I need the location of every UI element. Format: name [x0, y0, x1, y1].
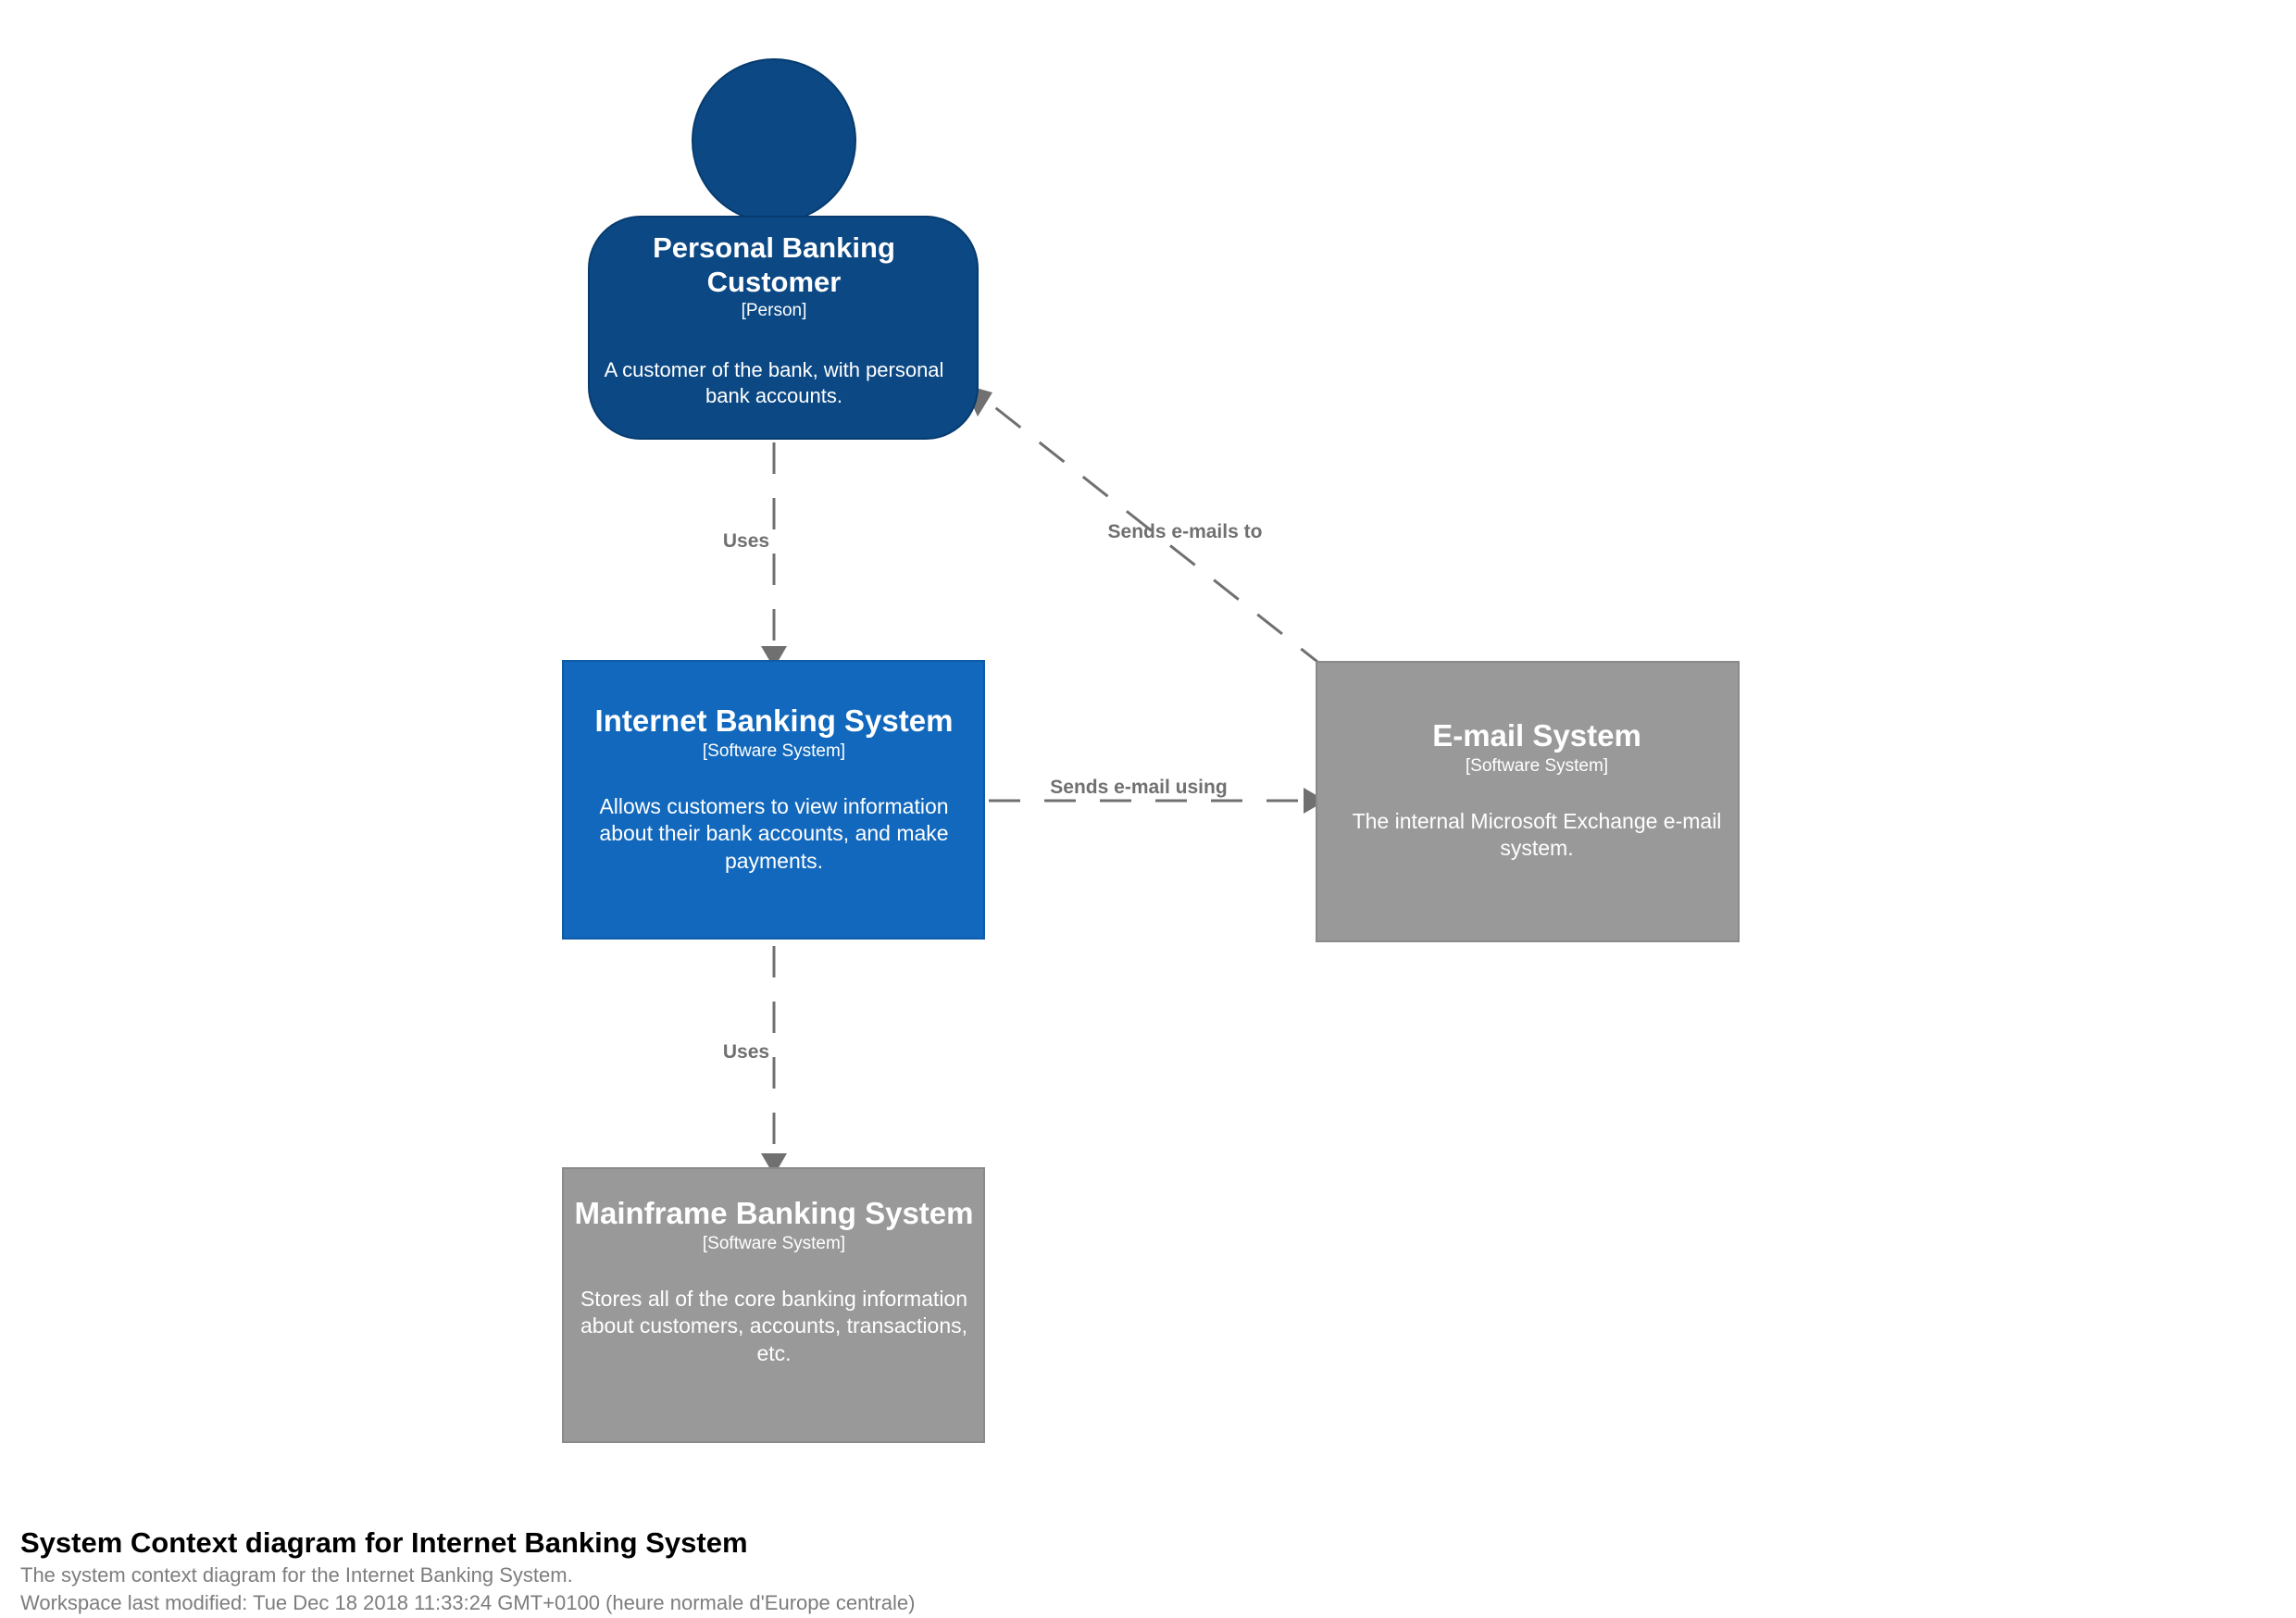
diagram-subtitle: The system context diagram for the Inter… [20, 1562, 573, 1587]
node-internet-banking-system[interactable] [562, 660, 985, 940]
relationship-ibs-uses-mainframe[interactable] [761, 946, 787, 1176]
relationship-email-sends-emails-to-customer[interactable] [963, 384, 1327, 670]
relationship-line [982, 396, 1327, 670]
node-mainframe-banking-system[interactable] [562, 1167, 985, 1443]
diagram-title: System Context diagram for Internet Bank… [20, 1526, 748, 1559]
relationship-ibs-sends-email-using-email[interactable] [989, 788, 1326, 814]
arrowhead-down-icon [761, 1153, 787, 1176]
person-head-icon [692, 58, 856, 223]
node-email-system[interactable] [1316, 661, 1740, 942]
nodes-layer [562, 58, 1740, 1443]
arrowhead-down-icon [761, 646, 787, 668]
relationship-customer-uses-ibs[interactable] [761, 442, 787, 668]
workspace-last-modified: Workspace last modified: Tue Dec 18 2018… [20, 1591, 916, 1615]
arrowhead-right-icon [1304, 788, 1326, 814]
person-body-shape [588, 216, 979, 440]
diagram-caption: System Context diagram for Internet Bank… [20, 1525, 1502, 1617]
node-personal-banking-customer[interactable] [588, 58, 979, 440]
